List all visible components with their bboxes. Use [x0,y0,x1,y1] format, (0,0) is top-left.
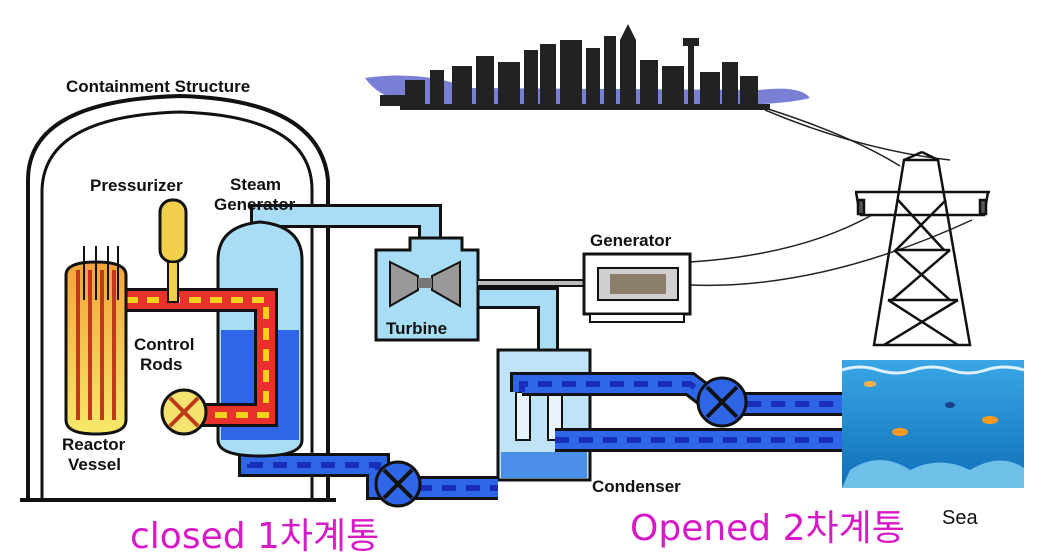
city-skyline [365,24,810,110]
turbine-label: Turbine [386,319,447,338]
pressurizer [158,198,188,303]
reactor-vessel-label-1: Reactor [62,435,126,454]
steam-generator-label-1: Steam [230,175,281,194]
cooling-water-loop [510,372,860,452]
condenser [496,348,592,482]
containment-structure-label: Containment Structure [66,77,250,96]
primary-loop [126,288,278,427]
reactor-vessel-label-2: Vessel [68,455,121,474]
control-rods-label-2: Rods [140,355,183,374]
steam-generator-label-2: Generator [214,195,296,214]
opened-loop-annotation: Opened 2차계통 [630,508,905,549]
reactor-vessel [64,246,128,436]
transmission-tower [854,150,990,347]
sea-label: Sea [942,507,978,529]
condenser-label: Condenser [592,477,681,496]
cooling-pump [696,376,748,428]
power-lines [689,107,973,287]
pressurizer-label: Pressurizer [90,176,183,195]
reactor-coolant-pump [160,388,208,436]
generator [582,252,692,323]
control-rods-label-1: Control [134,335,194,354]
sea [841,360,1025,488]
generator-label: Generator [590,231,672,250]
feedwater-pump [374,460,422,508]
turbine [374,236,480,342]
closed-loop-annotation: closed 1차계통 [130,516,379,556]
containment-structure [20,93,336,502]
